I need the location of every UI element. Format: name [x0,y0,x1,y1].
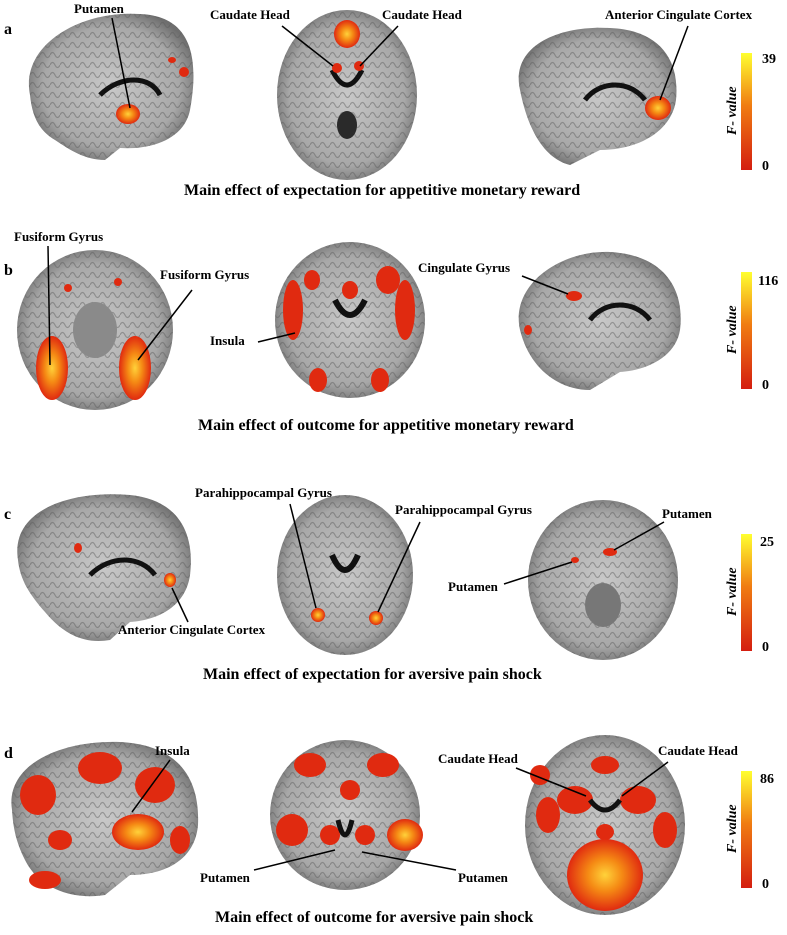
label-putamen-d-left: Putamen [200,870,251,885]
colorbar-d-min: 0 [762,877,769,892]
label-insula: Insula [210,333,245,348]
panel-d-title: Main effect of outcome for aversive pain… [215,909,533,926]
colorbar-b-min: 0 [762,378,769,393]
label-fusiform-gyrus-right: Fusiform Gyrus [160,267,249,282]
colorbar-a-label: F- value [725,86,740,136]
panel-letter-b: b [4,262,13,279]
colorbar-c [741,534,752,651]
label-caudate-head-right: Caudate Head [382,7,463,22]
colorbar-a [741,53,752,170]
label-parahippocampal-gyrus-left: Parahippocampal Gyrus [195,485,332,500]
brain-slice-c-coronal [277,495,413,655]
panel-b-title: Main effect of outcome for appetitive mo… [198,417,574,434]
label-anterior-cingulate-cortex-c: Anterior Cingulate Cortex [118,622,266,637]
label-putamen: Putamen [74,1,125,16]
brain-slice-a-axial [277,10,417,180]
brain-slice-d-sagittal [11,741,199,897]
panel-d: d [4,735,774,926]
brain-slice-d-axial [525,735,685,915]
colorbar-c-min: 0 [762,640,769,655]
brain-slice-c-axial [528,500,678,660]
brain-slice-c-sagittal [17,494,191,641]
label-putamen-c-right: Putamen [662,506,713,521]
label-caudate-head-d-right: Caudate Head [658,743,739,758]
label-anterior-cingulate-cortex: Anterior Cingulate Cortex [605,7,753,22]
colorbar-b [741,272,752,389]
label-insula-d: Insula [155,743,190,758]
colorbar-a-min: 0 [762,159,769,174]
colorbar-d-max: 86 [760,772,774,787]
colorbar-b-label: F- value [725,305,740,355]
colorbar-c-max: 25 [760,535,774,550]
label-caudate-head-left: Caudate Head [210,7,291,22]
brain-slice-d-coronal [270,740,423,890]
brain-slice-b-axial [17,250,173,410]
panel-a-title: Main effect of expectation for appetitiv… [184,182,580,199]
label-caudate-head-d-left: Caudate Head [438,751,519,766]
colorbar-a-max: 39 [762,52,776,67]
panel-c-title: Main effect of expectation for aversive … [203,666,542,683]
panel-c: c Parahippocampal Gyrus Parahippocampal … [4,485,774,683]
label-putamen-d-right: Putamen [458,870,509,885]
brain-slice-b-sagittal [518,251,681,390]
panel-letter-d: d [4,745,13,762]
colorbar-c-label: F- value [725,567,740,617]
label-fusiform-gyrus-left: Fusiform Gyrus [14,229,103,244]
panel-letter-a: a [4,21,12,38]
colorbar-b-max: 116 [758,274,778,289]
label-cingulate-gyrus: Cingulate Gyrus [418,260,510,275]
panel-a: a Putamen Caudat [4,1,776,199]
colorbar-d [741,771,752,888]
brain-slice-b-coronal [275,242,425,398]
brain-slice-a-sagittal-2 [518,27,677,165]
brain-slice-a-sagittal [28,13,194,160]
activation-blob [116,104,140,124]
label-putamen-c-left: Putamen [448,579,499,594]
panel-b: b Fusiform [4,229,778,434]
colorbar-d-label: F- value [725,804,740,854]
label-parahippocampal-gyrus-right: Parahippocampal Gyrus [395,502,532,517]
panel-letter-c: c [4,506,11,523]
